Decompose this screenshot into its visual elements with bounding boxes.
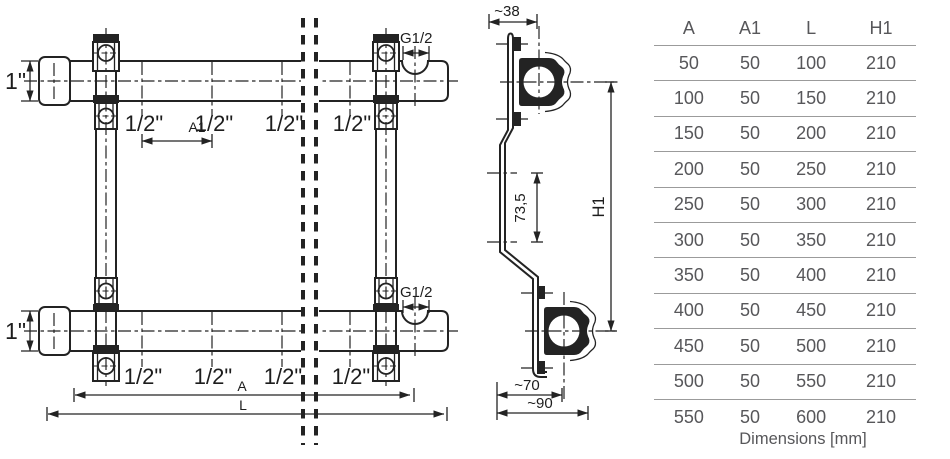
riser-assembly-right [372, 27, 400, 387]
dimension-annotations-front: 1" 1" 1/2" 1/2" 1/2" 1/2" A1 1/2" 1/2" [5, 30, 448, 421]
table-row: 550 50 600 210 [673, 406, 897, 427]
col-header-a: A [654, 12, 724, 46]
table-row: 500 50 550 210 [654, 364, 916, 400]
col-header-a1: A1 [723, 12, 777, 46]
table-row: 50 50 100 210 [654, 45, 916, 82]
table-row: 450 50 500 210 [654, 328, 916, 365]
side-view: ~38 73,5 H1 ~70 ~90 [487, 3, 618, 420]
label-pipe-size-bottom: 1" [5, 318, 26, 344]
label-width-70: ~70 [514, 377, 539, 394]
dimensions-table: A A1 L H1 50 50 100 210 100 50 150 210 1… [654, 12, 916, 434]
label-height: H1 [590, 196, 608, 217]
col-header-h1: H1 [846, 12, 916, 46]
label-outlet-size: 1/2" [195, 111, 233, 136]
table-row: 350 50 400 210 [654, 257, 916, 294]
mounting-tab [513, 112, 521, 126]
table-row: 300 50 350 210 [654, 222, 916, 259]
technical-drawing: 1" 1" 1/2" 1/2" 1/2" 1/2" A1 1/2" 1/2" [5, 3, 618, 446]
label-depth: ~38 [494, 3, 519, 20]
label-outlet-size: 1/2" [265, 111, 303, 136]
table-row: 150 50 200 210 [654, 116, 916, 153]
table-caption: Dimensions [mm] [739, 430, 867, 448]
label-outlet-size: 1/2" [264, 364, 302, 389]
label-outlet-size: 1/2" [125, 111, 163, 136]
table-header-row: A A1 L H1 [654, 12, 916, 46]
label-outlet-size: 1/2" [194, 364, 232, 389]
dimension-annotations-side: ~38 73,5 H1 ~70 ~90 [488, 3, 617, 420]
front-view: 1" 1" 1/2" 1/2" 1/2" 1/2" A1 1/2" 1/2" [5, 14, 458, 446]
label-end-port-top: G1/2 [400, 30, 433, 47]
table-row: 250 50 300 210 [654, 187, 916, 223]
label-length-a: A [237, 378, 247, 394]
riser-assembly-left [92, 27, 120, 387]
label-outlet-size: 1/2" [333, 111, 371, 136]
label-pipe-size-top: 1" [5, 68, 26, 94]
label-end-port-bottom: G1/2 [400, 284, 433, 301]
side-centerlines [487, 26, 618, 400]
label-width-90: ~90 [527, 395, 552, 412]
label-offset: 73,5 [512, 193, 529, 222]
table-row: 200 50 250 210 [654, 151, 916, 188]
label-length-l: L [239, 397, 247, 413]
table-row: 400 50 450 210 [654, 293, 916, 330]
break-lines [301, 18, 318, 445]
label-outlet-spacing: A1 [188, 119, 205, 135]
label-outlet-size: 1/2" [124, 364, 162, 389]
table-row: 100 50 150 210 [654, 80, 916, 117]
outlet-centerlines [53, 46, 416, 367]
mounting-tab [513, 37, 521, 51]
col-header-l: L [776, 12, 847, 46]
label-outlet-size: 1/2" [332, 364, 370, 389]
